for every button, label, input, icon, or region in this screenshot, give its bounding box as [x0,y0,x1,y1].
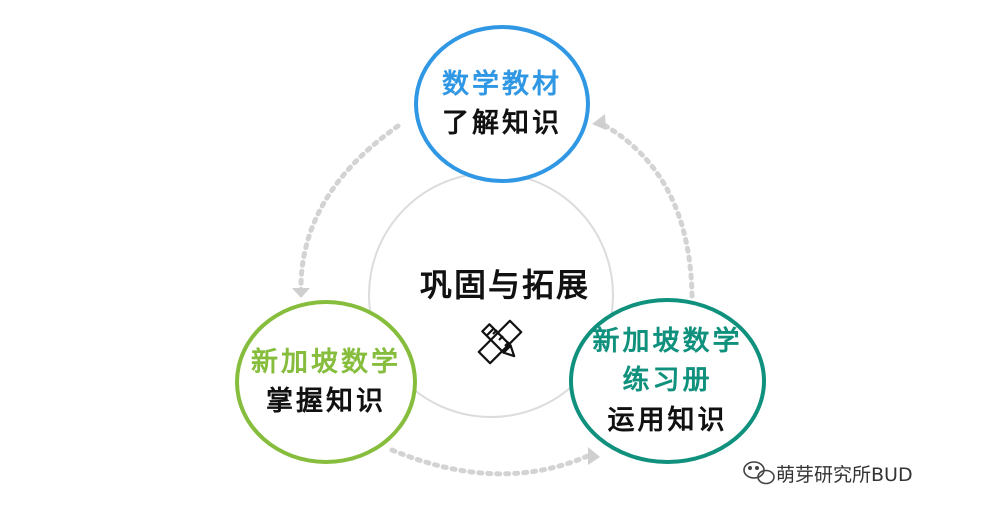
node-right-title-1: 新加坡数学 [592,326,743,358]
watermark-text: 萌芽研究所BUD [776,463,913,486]
node-singapore-math: 新加坡数学 掌握知识 [235,300,417,464]
dotted-arrow-icon [588,447,600,465]
node-right-title-2: 练习册 [622,365,713,397]
watermark: 萌芽研究所BUD [742,458,913,488]
node-singapore-workbook: 新加坡数学 练习册 运用知识 [569,298,766,464]
dotted-arrow-icon [592,114,606,130]
center-title: 巩固与拓展 [419,266,590,304]
dotted-arrow-icon [292,288,310,298]
node-left-title: 新加坡数学 [251,346,401,378]
dotted-arc-left-to-right [389,447,593,477]
node-math-textbook: 数学教材 了解知识 [414,25,590,183]
node-top-title: 数学教材 [442,68,562,100]
dotted-arc-right-to-top [601,122,695,299]
node-right-subtitle: 运用知识 [607,404,728,436]
ruler-pencil-icon [477,319,523,365]
node-left-subtitle: 掌握知识 [266,386,386,417]
wechat-icon [743,461,775,485]
node-top-subtitle: 了解知识 [442,108,562,139]
dotted-arc-top-to-left [298,123,401,293]
